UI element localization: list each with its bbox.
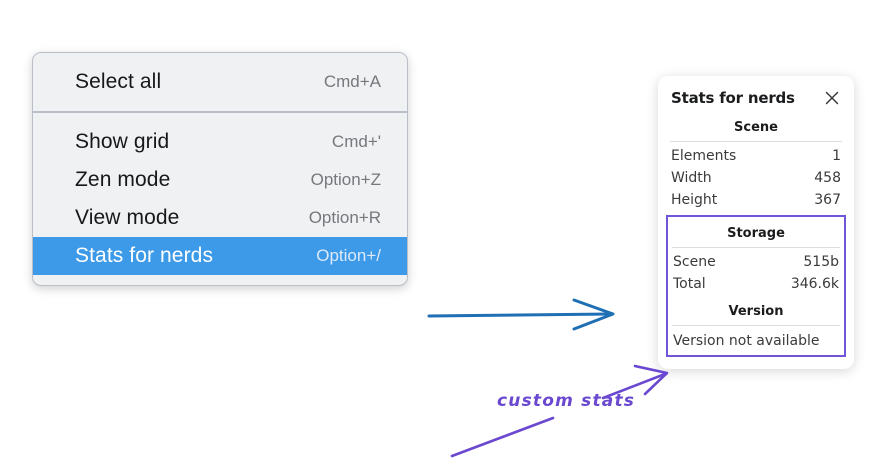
custom-stats-highlight-box: Storage Scene 515b Total 346.6k Version … xyxy=(666,215,846,357)
menu-item-label: View mode xyxy=(75,206,180,229)
stats-row-key: Elements xyxy=(671,148,737,164)
stats-panel-header: Stats for nerds xyxy=(670,86,842,111)
menu-item-shortcut: Cmd+A xyxy=(323,72,381,91)
stats-for-nerds-panel: Stats for nerds Scene Elements 1 Width 4… xyxy=(658,76,854,369)
menu-item-label: Show grid xyxy=(75,130,170,153)
menu-item-zen-mode[interactable]: Zen mode Option+Z xyxy=(33,161,407,199)
menu-item-stats-for-nerds[interactable]: Stats for nerds Option+/ xyxy=(33,237,407,275)
stats-row-key: Scene xyxy=(673,254,716,270)
stats-row-storage-total: Total 346.6k xyxy=(672,273,840,295)
annotation-label-custom-stats: custom stats xyxy=(497,391,636,411)
menu-item-shortcut: Cmd+' xyxy=(331,132,381,151)
stats-row-value: 367 xyxy=(814,192,841,208)
stats-row-elements: Elements 1 xyxy=(670,145,842,167)
stats-row-value: 515b xyxy=(803,254,839,270)
stats-row-value: 1 xyxy=(832,148,841,164)
menu-item-label: Stats for nerds xyxy=(75,244,214,267)
context-menu[interactable]: Select all Cmd+A Show grid Cmd+' Zen mod… xyxy=(32,52,408,286)
divider xyxy=(670,141,842,142)
stats-panel-title: Stats for nerds xyxy=(671,89,795,107)
menu-group-1: Select all Cmd+A xyxy=(33,53,407,111)
menu-item-shortcut: Option+Z xyxy=(310,170,381,189)
menu-item-select-all[interactable]: Select all Cmd+A xyxy=(33,63,407,101)
stats-row-value: 458 xyxy=(814,170,841,186)
purple-underline-stroke xyxy=(450,416,555,458)
divider xyxy=(672,325,840,326)
version-not-available-text: Version not available xyxy=(673,333,820,349)
stats-section-title-scene: Scene xyxy=(734,120,778,135)
menu-item-label: Select all xyxy=(75,70,162,93)
blue-arrow-annotation xyxy=(427,298,615,331)
stats-row-storage-scene: Scene 515b xyxy=(672,251,840,273)
menu-item-view-mode[interactable]: View mode Option+R xyxy=(33,199,407,237)
close-icon[interactable] xyxy=(823,89,841,107)
stats-row-key: Height xyxy=(671,192,718,208)
divider xyxy=(672,247,840,248)
stats-row-key: Width xyxy=(671,170,712,186)
stats-row-key: Total xyxy=(673,276,706,292)
stats-row-value: 346.6k xyxy=(790,276,839,292)
stats-row-height: Height 367 xyxy=(670,189,842,211)
menu-group-2: Show grid Cmd+' Zen mode Option+Z View m… xyxy=(33,111,407,285)
stats-section-title-version: Version xyxy=(728,304,784,319)
menu-item-shortcut: Option+R xyxy=(308,208,381,227)
menu-item-show-grid[interactable]: Show grid Cmd+' xyxy=(33,123,407,161)
stats-section-title-storage: Storage xyxy=(727,226,785,241)
menu-item-label: Zen mode xyxy=(75,168,171,191)
menu-item-shortcut: Option+/ xyxy=(316,246,381,265)
stats-row-width: Width 458 xyxy=(670,167,842,189)
